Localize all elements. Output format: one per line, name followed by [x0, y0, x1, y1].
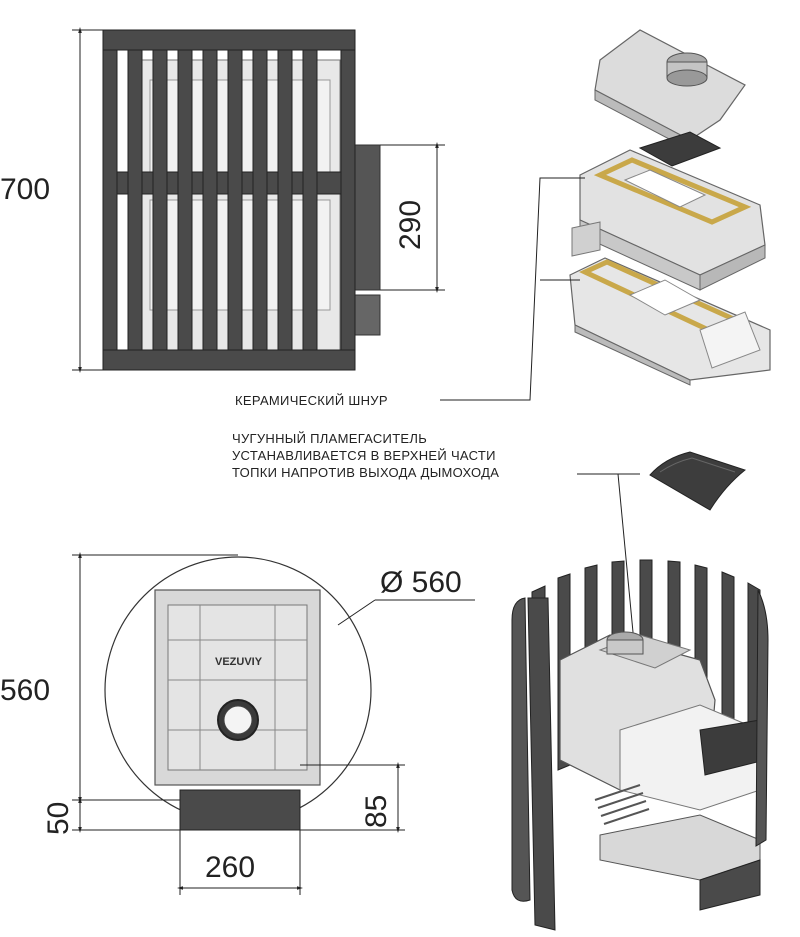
chimney-stub [354, 144, 381, 291]
flame-guard-line-1: ЧУГУННЫЙ ПЛАМЕГАСИТЕЛЬ [232, 431, 427, 446]
front-wrap-panel [527, 597, 556, 931]
flame-guard-plate [649, 451, 747, 511]
dim-height-total: 700 [0, 173, 50, 206]
cutaway-view [511, 559, 769, 931]
lid [594, 29, 746, 141]
door-tunnel [179, 789, 301, 831]
bottom-band [102, 349, 356, 371]
exploded-view: КЕРАМИЧЕСКИЙ ШНУР [235, 29, 771, 408]
flame-guard-line-2: УСТАНАВЛИВАЕТСЯ В ВЕРХНЕЙ ЧАСТИ [232, 448, 496, 463]
dim-diameter: Ø 560 [380, 566, 462, 599]
dim-door-width: 260 [205, 851, 255, 884]
dim-depth: 560 [0, 674, 50, 707]
dim-door-height: 85 [360, 795, 393, 828]
flame-guard-note: ЧУГУННЫЙ ПЛАМЕГАСИТЕЛЬ УСТАНАВЛИВАЕТСЯ В… [232, 431, 747, 686]
top-band [102, 29, 356, 51]
ceramic-cord-label: КЕРАМИЧЕСКИЙ ШНУР [235, 393, 388, 408]
dim-base-offset: 50 [42, 802, 75, 835]
ceramic-cord-upper [593, 157, 752, 225]
front-view: 700 290 [0, 27, 445, 373]
top-view: VEZUVIY Ø 560 560 50 85 260 [0, 552, 475, 895]
vertical-bars [102, 49, 356, 351]
flame-guard-line-3: ТОПКИ НАПРОТИВ ВЫХОДА ДЫМОХОДА [232, 465, 499, 480]
brand-logo: VEZUVIY [215, 656, 263, 668]
dim-chimney-height: 290 [394, 200, 427, 250]
grate [594, 784, 650, 825]
